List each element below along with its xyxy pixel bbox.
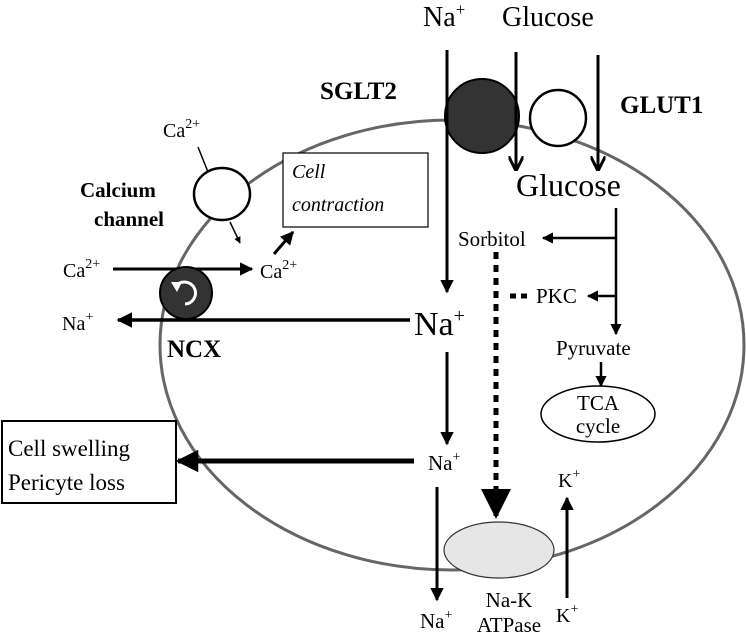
na-k-atpase-pump — [443, 521, 555, 579]
cell-contraction-line1: Cell — [292, 161, 326, 183]
channel-to-ca-arrow — [229, 221, 241, 244]
outcome-line2: Pericyte loss — [8, 470, 125, 495]
tca-cycle-node — [540, 385, 656, 443]
pump-label-line1: Na-K — [486, 588, 533, 612]
pump-na-out-label: Na+ — [420, 608, 453, 633]
ca-to-channel-line — [197, 146, 209, 173]
tca-label-line2: cycle — [576, 414, 620, 438]
glut1-label: GLUT1 — [620, 92, 703, 119]
pyruvate-label: Pyruvate — [556, 336, 631, 360]
pump-k-in-label: K+ — [558, 467, 580, 492]
pump-k-out-label: K+ — [556, 602, 578, 627]
calcium-channel-node — [192, 166, 252, 222]
glucose-inner-label: Glucose — [516, 167, 621, 203]
sglt2-label: SGLT2 — [320, 78, 397, 105]
outcome-box — [1, 420, 177, 504]
sglt2-transporter — [444, 78, 520, 154]
calcium-channel-label-line2: channel — [94, 207, 164, 231]
calcium-channel-label-line1: Calcium — [80, 178, 156, 202]
tca-label-line1: TCA — [577, 391, 620, 415]
ca-to-contraction-arrow — [272, 230, 295, 255]
top-na-label: Na+ — [423, 0, 465, 33]
na-out-ncx-label: Na+ — [62, 310, 93, 335]
outcome-line1: Cell swelling — [8, 436, 131, 461]
ncx-rotation-arrowhead-icon — [171, 282, 182, 292]
sorbitol-label: Sorbitol — [458, 227, 526, 251]
center-na-label: Na+ — [414, 305, 465, 343]
pump-label-line2: ATPase — [477, 613, 541, 637]
ncx-exchanger — [159, 266, 213, 320]
ncx-label: NCX — [167, 336, 221, 363]
cell-contraction-line2: contraction — [292, 194, 384, 216]
ca-top-label: Ca2+ — [163, 117, 200, 142]
glut1-transporter — [528, 88, 588, 148]
cell-contraction-box — [282, 152, 429, 228]
na-lower-label: Na+ — [428, 450, 461, 475]
pkc-label: PKC — [536, 284, 577, 308]
ca-mid-label: Ca2+ — [260, 258, 297, 283]
ca-left-label: Ca2+ — [63, 257, 100, 282]
top-glucose-label: Glucose — [502, 2, 594, 33]
